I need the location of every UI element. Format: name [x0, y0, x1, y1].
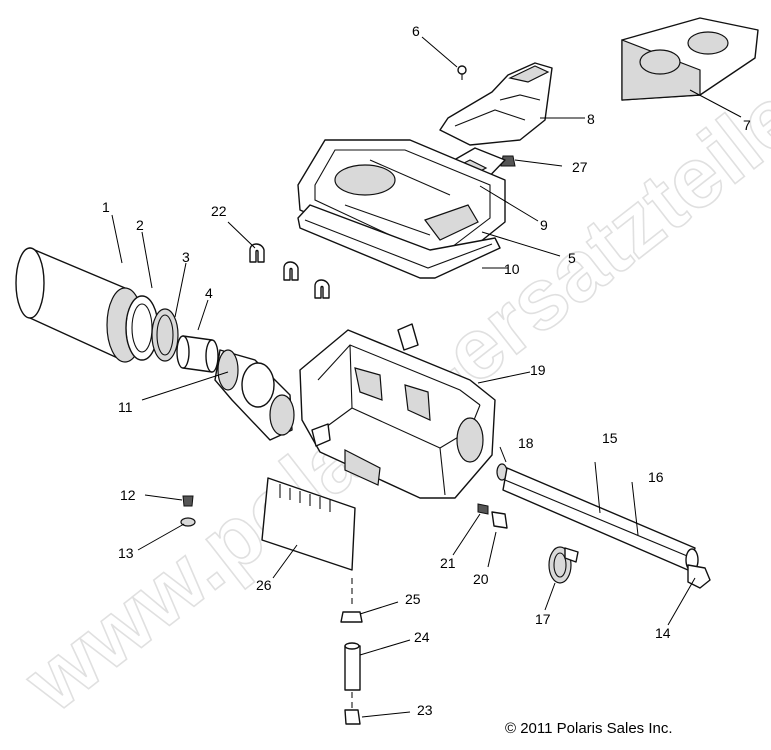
part-10-gasket	[297, 204, 501, 279]
callout-13: 13	[118, 545, 134, 561]
part-13-washer	[180, 517, 196, 527]
callout-15: 15	[602, 430, 618, 446]
callout-6: 6	[412, 23, 420, 39]
callout-12: 12	[120, 487, 136, 503]
callout-23: 23	[417, 702, 433, 718]
part-1-air-filter	[15, 247, 144, 363]
callout-8: 8	[587, 111, 595, 127]
callout-14: 14	[655, 625, 671, 641]
part-3-clamp	[151, 308, 179, 362]
callout-9: 9	[540, 217, 548, 233]
callout-18: 18	[518, 435, 534, 451]
part-26-foam-panel	[261, 477, 356, 571]
part-7-foam-block	[621, 17, 759, 101]
callouts: 1 2 3 4 5 6 7 8 9 10 11 12 13 14 15 16 1…	[102, 23, 751, 718]
callout-17: 17	[535, 611, 551, 627]
callout-19: 19	[530, 362, 546, 378]
callout-22: 22	[211, 203, 227, 219]
part-12-bolt	[182, 495, 194, 507]
part-23-25-drain-assembly	[340, 578, 363, 725]
callout-21: 21	[440, 555, 456, 571]
part-19-airbox	[299, 323, 496, 499]
callout-25: 25	[405, 591, 421, 607]
callout-20: 20	[473, 571, 489, 587]
part-17-hose-clamp	[548, 546, 579, 584]
part-11-intake-boot	[214, 349, 295, 441]
copyright-text: © 2011 Polaris Sales Inc.	[505, 720, 673, 737]
part-22-clips	[249, 243, 330, 299]
callout-24: 24	[414, 629, 430, 645]
callout-26: 26	[256, 577, 272, 593]
callout-16: 16	[648, 469, 664, 485]
leader-lines	[111, 36, 742, 718]
callout-5: 5	[568, 250, 576, 266]
callout-11: 11	[118, 399, 133, 415]
callout-7: 7	[743, 117, 751, 133]
callout-3: 3	[182, 249, 190, 265]
part-6-screw	[457, 65, 467, 80]
part-20-21-fittings	[477, 503, 508, 529]
callout-4: 4	[205, 285, 213, 301]
callout-10: 10	[504, 261, 520, 277]
part-4-sleeve	[176, 335, 219, 373]
callout-2: 2	[136, 217, 144, 233]
part-15-16-tube	[496, 463, 699, 572]
part-14-fitting	[687, 564, 711, 589]
callout-1: 1	[102, 199, 110, 215]
callout-27: 27	[572, 159, 588, 175]
part-8-intake-duct	[439, 62, 553, 146]
